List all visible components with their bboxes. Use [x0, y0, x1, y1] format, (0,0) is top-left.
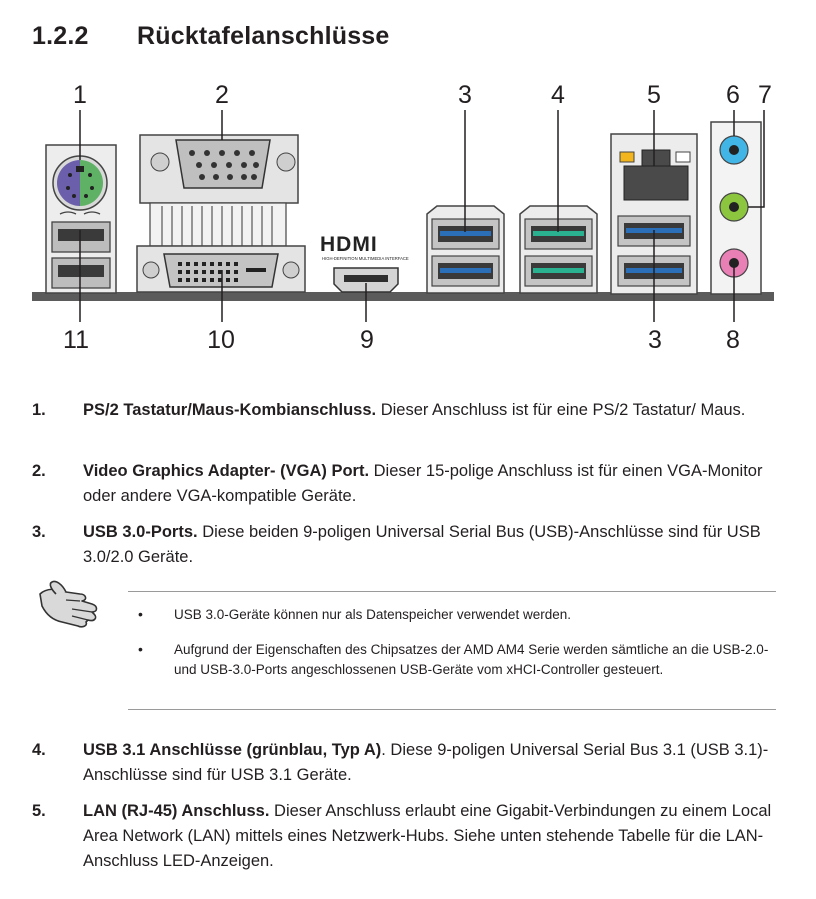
callout-1: 1	[73, 81, 87, 109]
callout-3-top: 3	[458, 81, 472, 109]
ps2-usb-block	[45, 144, 117, 294]
callout-3-bottom: 3	[648, 326, 662, 354]
usb31-port-upper[interactable]	[533, 231, 584, 236]
section-title: 1.2.2 Rücktafelanschlüsse	[32, 22, 390, 51]
usb31-block	[519, 205, 598, 294]
item-number: 1.	[32, 401, 46, 419]
list-item: 2. Video Graphics Adapter- (VGA) Port. D…	[32, 459, 772, 509]
list-item: 4. USB 3.1 Anschlüsse (grünblau, Typ A).…	[32, 738, 772, 788]
item-number: 4.	[32, 741, 46, 759]
callout-7: 7	[758, 81, 772, 109]
list-item: 3. USB 3.0-Ports. Diese beiden 9-poligen…	[32, 520, 772, 570]
callout-4: 4	[551, 81, 565, 109]
bullet-dot: •	[138, 641, 143, 657]
note-box: • USB 3.0-Geräte können nur als Datenspe…	[128, 591, 776, 710]
hdmi-logo: HDMI	[320, 233, 378, 256]
item-number: 5.	[32, 802, 46, 820]
lan-led-left	[619, 151, 635, 163]
item-text: Diese beiden 9-poligen Universal Serial …	[83, 523, 761, 566]
item-text: Dieser Anschluss erlaubt eine Gigabit-Ve…	[83, 802, 772, 870]
note-text: Aufgrund der Eigenschaften des Chipsatze…	[174, 642, 769, 677]
leader-lines	[79, 110, 765, 322]
callout-5: 5	[647, 81, 661, 109]
callout-10: 10	[207, 326, 235, 354]
note-bullet: • USB 3.0-Geräte können nur als Datenspe…	[128, 605, 776, 625]
callout-11: 11	[63, 326, 89, 354]
board-edge	[32, 292, 774, 301]
item-text: Dieser 15-polige Anschluss ist für einen…	[83, 462, 763, 505]
item-text: Dieser Anschluss ist für eine PS/2 Tasta…	[376, 401, 746, 419]
section-heading: Rücktafelanschlüsse	[137, 22, 390, 50]
item-heading: PS/2 Tastatur/Maus-Kombianschluss.	[83, 401, 377, 419]
item-heading: Video Graphics Adapter- (VGA) Port.	[83, 462, 370, 480]
list-item: 1. PS/2 Tastatur/Maus-Kombianschluss. Di…	[32, 398, 772, 423]
list-item: 5. LAN (RJ-45) Anschluss. Dieser Anschlu…	[32, 799, 772, 874]
note-hand-icon	[39, 580, 98, 628]
callout-8: 8	[726, 326, 740, 354]
callout-9: 9	[360, 326, 374, 354]
vga-dvi-block	[136, 134, 306, 293]
note-text: USB 3.0-Geräte können nur als Datenspeic…	[174, 607, 571, 622]
rear-panel-diagram: HDMI HIGH-DEFINITION MULTIMEDIA INTERFAC…	[32, 81, 774, 354]
bullet-dot: •	[138, 606, 143, 622]
usb31-port-lower[interactable]	[533, 268, 584, 273]
item-heading: LAN (RJ-45) Anschluss.	[83, 802, 270, 820]
note-bullet: • Aufgrund der Eigenschaften des Chipsat…	[128, 640, 776, 680]
callout-2: 2	[215, 81, 229, 109]
item-heading: USB 3.0-Ports.	[83, 523, 198, 541]
item-heading: USB 3.1 Anschlüsse (grünblau, Typ A)	[83, 741, 382, 759]
hdmi-block: HDMI HIGH-DEFINITION MULTIMEDIA INTERFAC…	[320, 233, 409, 293]
audio-block	[710, 121, 762, 295]
usb30-port-lower[interactable]	[440, 268, 491, 273]
item-number: 2.	[32, 462, 46, 480]
lan-led-right	[675, 151, 691, 163]
item-text: . Diese 9-poligen Universal Serial Bus 3…	[83, 741, 769, 784]
callout-6: 6	[726, 81, 740, 109]
usb30-block	[426, 205, 505, 294]
usb30-port-upper[interactable]	[440, 231, 491, 236]
lan-port[interactable]	[623, 165, 689, 201]
hdmi-tagline: HIGH-DEFINITION MULTIMEDIA INTERFACE	[322, 256, 409, 261]
section-number: 1.2.2	[32, 22, 89, 50]
item-number: 3.	[32, 523, 46, 541]
